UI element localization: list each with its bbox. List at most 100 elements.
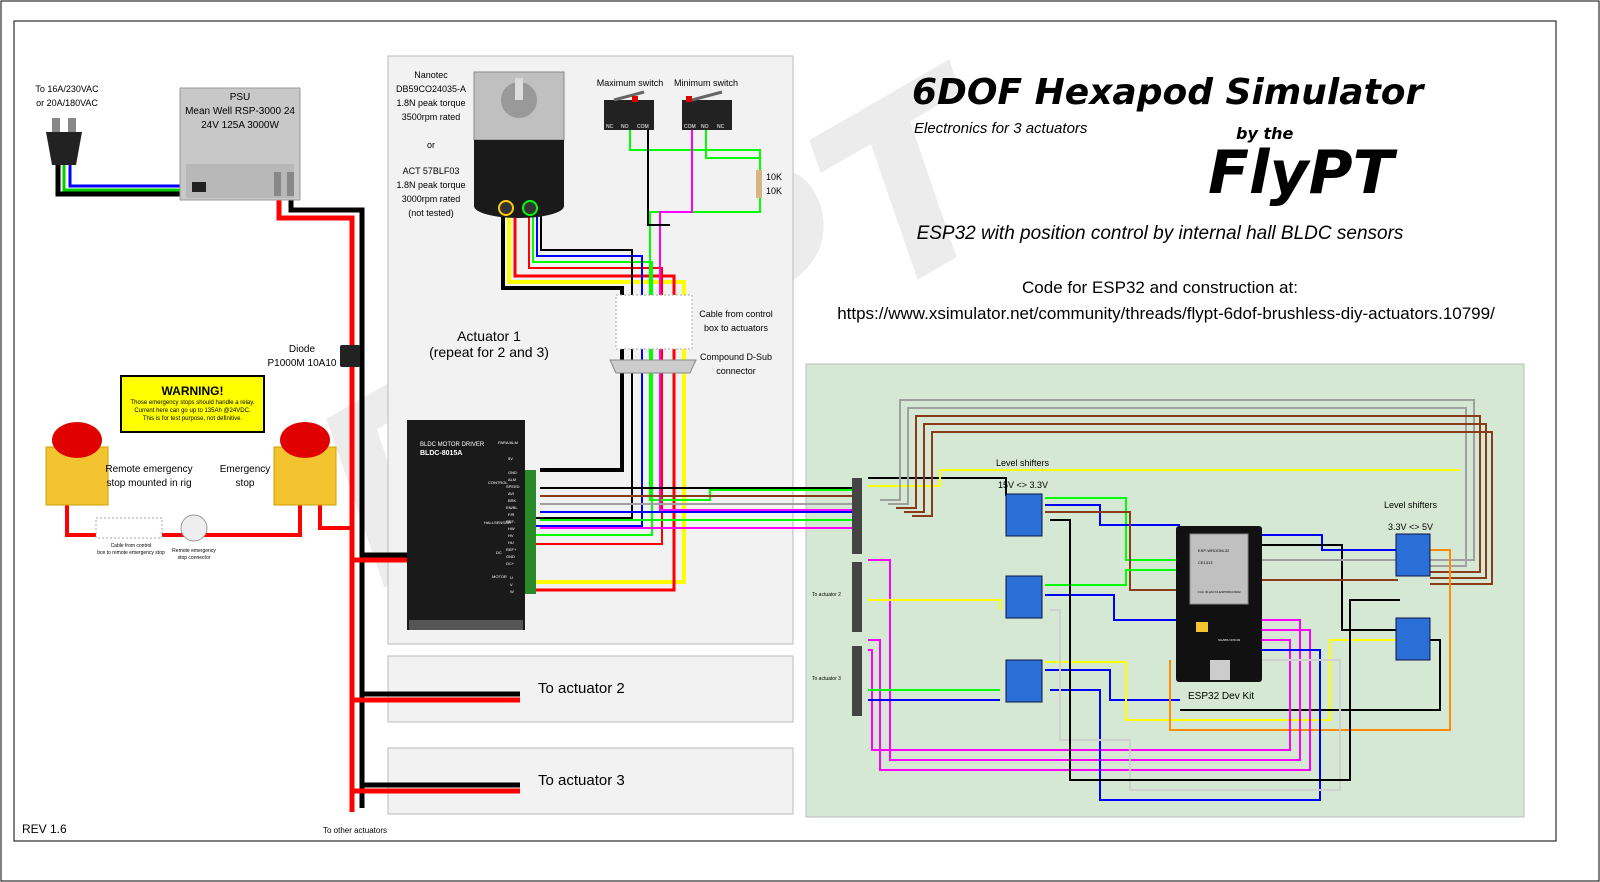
level-shifter-module	[1005, 575, 1043, 619]
driver-control-label: CONTROL	[488, 480, 508, 485]
min-switch-pin: NC	[717, 124, 725, 130]
controller-to-actuator-2: To actuator 2	[812, 592, 841, 598]
resistor-label-1: 10K	[766, 172, 783, 182]
mains-label-2: or 20A/180VAC	[36, 98, 98, 108]
esp32-usb-chip: SILABS CP2102	[1218, 638, 1241, 642]
motor-label-3: 1.8N peak torque	[396, 98, 466, 108]
driver-param-label: PARA/ALM	[498, 440, 518, 445]
level-shifter-1-spec: 15V <> 3.3V	[998, 480, 1049, 490]
dsub-connector-icon	[609, 359, 697, 374]
motor-label-8: 3000rpm rated	[401, 194, 461, 204]
driver-dc-label: DC	[496, 550, 502, 555]
diode-label-1: Diode	[288, 344, 316, 355]
remote-cable-label-1: Cable from control	[110, 543, 152, 549]
driver-pin-label: BRK	[508, 498, 517, 503]
level-shifter-module	[1395, 533, 1431, 577]
actuator3-panel	[387, 747, 794, 815]
esp32-chip-fcc: FCC ID:2AC7Z-ESPWROOM32	[1198, 590, 1241, 594]
motor-label-4: 3500rpm rated	[401, 112, 461, 122]
warning-title: WARNING!	[161, 384, 224, 398]
driver-pin-label: HW	[508, 526, 515, 531]
psu-box	[179, 87, 301, 201]
max-switch-label: Maximum switch	[596, 78, 664, 88]
by-the-label: by the	[1236, 124, 1294, 143]
actuator-cable-label-2: box to actuators	[703, 323, 769, 333]
driver-pin-label: ALM	[508, 477, 517, 482]
remote-stop-cable	[95, 517, 163, 539]
maximum-switch-icon	[604, 90, 654, 130]
driver-pin-label: V	[510, 582, 513, 587]
esp32-label: ESP32 Dev Kit	[1188, 691, 1255, 702]
driver-pin-label: HU	[508, 540, 514, 545]
dsub-label-2: connector	[716, 366, 756, 376]
driver-pin-label: F/R	[508, 512, 515, 517]
driver-hall-label: HALLSENSOR	[484, 520, 511, 525]
main-title: 6DOF Hexapod Simulator	[912, 72, 1424, 113]
esp32-chip-ce: CE1313	[1198, 560, 1213, 565]
driver-pin-label: AVI	[508, 491, 515, 496]
remote-connector-label-1: Remote emergency	[172, 548, 216, 554]
motor-label-6: ACT 57BLF03	[402, 166, 460, 176]
actuator3-connector	[852, 646, 862, 716]
actuator-wires	[501, 130, 856, 592]
motor-label-1: Nanotec	[414, 70, 448, 80]
level-shifter-module	[1005, 659, 1043, 703]
max-switch-pin: COM	[637, 124, 649, 130]
level-shifter-module	[1395, 617, 1431, 661]
diode-icon	[340, 345, 360, 367]
max-switch-pin: NO	[621, 124, 629, 130]
actuator2-panel	[387, 655, 794, 723]
code-url-link[interactable]: https://www.xsimulator.net/community/thr…	[837, 304, 1495, 323]
driver-motor-label: MOTOR	[492, 574, 507, 579]
to-actuator-3-label: To actuator 3	[538, 772, 625, 789]
brand-logo: FlyPT	[1208, 138, 1394, 208]
mains-plug-icon	[46, 118, 82, 165]
revision-label: REV 1.6	[22, 822, 67, 836]
driver-pin-label: REF-	[506, 519, 516, 524]
estop-label-2: stop	[235, 478, 255, 489]
driver-pin-label: EN/BL	[506, 505, 518, 510]
motor-label-2: DB59CO24035-A	[395, 84, 467, 94]
max-switch-pin: NC	[606, 124, 614, 130]
actuator-cable	[615, 294, 693, 350]
driver-label-2: BLDC-8015A	[420, 450, 463, 457]
driver-pin-label: SPEED	[506, 484, 520, 489]
driver-pin-label: 5V	[508, 456, 513, 461]
warning-box	[120, 375, 265, 433]
driver-pin-label: REF+	[506, 547, 517, 552]
driver-pin-label: W	[510, 589, 514, 594]
min-switch-pin: NO	[701, 124, 709, 130]
psu-label-2: Mean Well RSP-3000 24	[185, 106, 295, 117]
driver-pin-label: GND	[506, 554, 515, 559]
psu-label-1: PSU	[229, 92, 251, 103]
driver-pin-label: HV	[508, 533, 514, 538]
inner-border	[13, 20, 1557, 842]
remote-estop-label-1: Remote emergency	[105, 464, 193, 475]
diode-label-2: P1000M 10A10	[267, 358, 337, 369]
controller-wires	[868, 399, 1493, 801]
driver-pin-label: DC+	[506, 561, 515, 566]
level-shifter-2-spec: 3.3V <> 5V	[1388, 522, 1434, 532]
to-actuator-2-label: To actuator 2	[538, 680, 625, 697]
to-other-actuators-label: To other actuators	[322, 826, 388, 835]
remote-emergency-stop-icon	[45, 422, 109, 506]
remote-stop-connector-icon	[180, 514, 208, 542]
controller-to-actuator-3: To actuator 3	[812, 676, 841, 682]
esp32-board-icon	[1176, 526, 1262, 682]
warning-line-2: Current here can go up to 135Ah @24VDC.	[134, 408, 251, 414]
actuator-subtitle: (repeat for 2 and 3)	[429, 344, 549, 360]
driver-pin-label: U	[510, 575, 513, 580]
bldc-motor-icon	[473, 71, 565, 218]
min-switch-label: Minimum switch	[673, 78, 738, 88]
driver-pin-label: GND	[508, 470, 517, 475]
bldc-driver-icon	[407, 420, 536, 630]
remote-connector-label-2: stop connector	[177, 555, 211, 561]
minimum-switch-icon	[682, 90, 732, 130]
warning-line-1: Those emergency stops should handle a re…	[130, 400, 255, 406]
emergency-stop-icon	[273, 422, 337, 506]
actuator-title: Actuator 1	[457, 328, 521, 344]
estop-label-1: Emergency	[219, 464, 271, 475]
power-wires	[55, 165, 520, 812]
motor-label-7: 1.8N peak torque	[396, 180, 466, 190]
